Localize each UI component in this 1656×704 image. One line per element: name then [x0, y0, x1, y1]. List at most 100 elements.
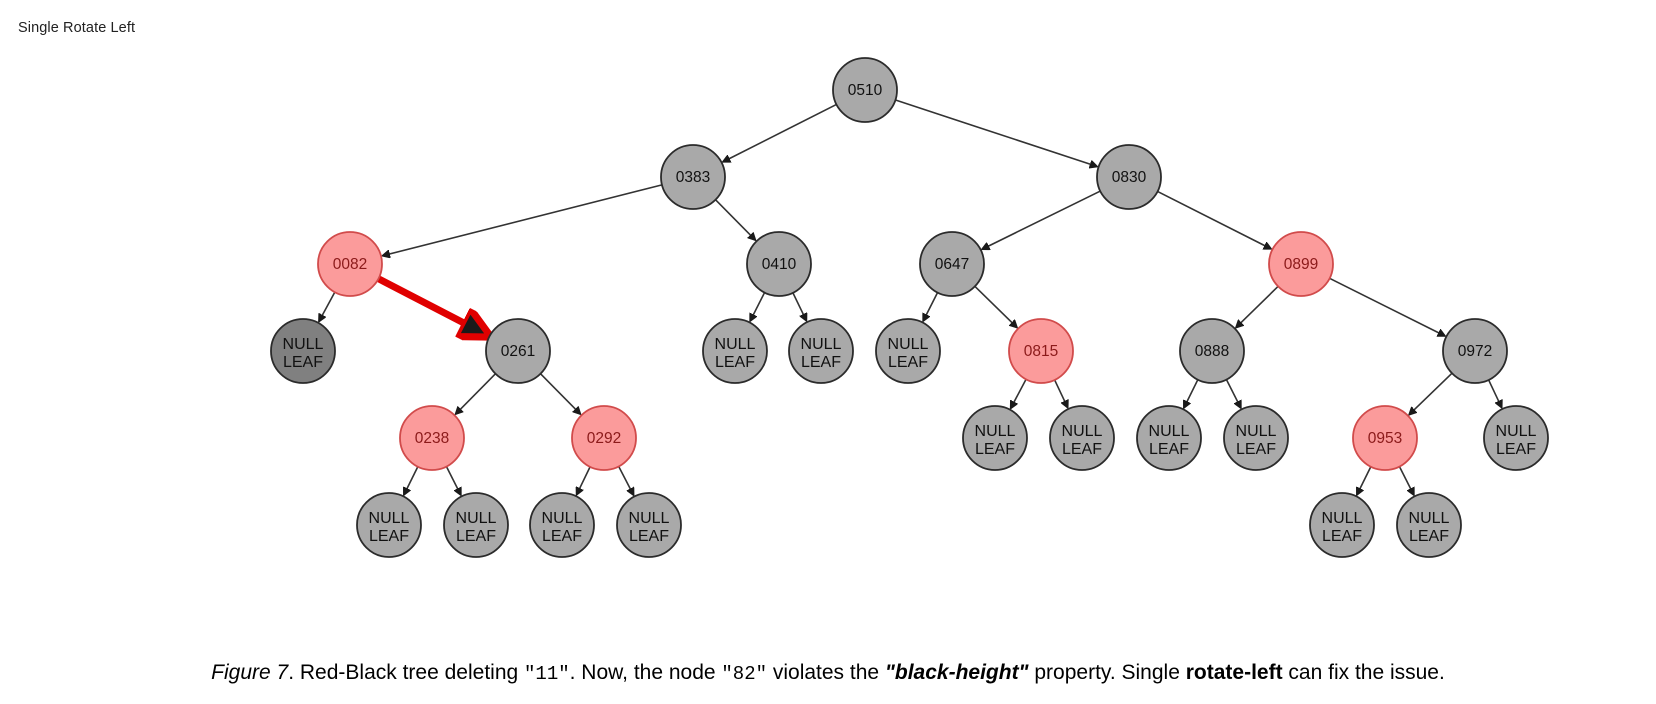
node-circle [616, 492, 682, 558]
node-circle [571, 405, 637, 471]
tree-edge-highlighted [375, 275, 488, 336]
node-circle [485, 318, 551, 384]
tree-node: 0972 [1442, 318, 1508, 384]
tree-edge [895, 99, 1097, 166]
tree-edge [1054, 380, 1068, 407]
tree-edge [319, 292, 336, 322]
node-circle [1483, 405, 1549, 471]
tree-edge [792, 292, 806, 321]
tree-node: 0238 [399, 405, 465, 471]
tree-edge [382, 184, 662, 256]
caption-figure-number: Figure 7 [211, 661, 289, 684]
tree-node: 0292 [571, 405, 637, 471]
tree-node: 0888 [1179, 318, 1245, 384]
node-circle [875, 318, 941, 384]
tree-edge [1409, 373, 1453, 415]
node-circle [832, 57, 898, 123]
tree-edge [1184, 379, 1199, 408]
caption-mono-82: "82" [721, 663, 768, 685]
tree-edge [974, 286, 1017, 328]
tree-node: 0830 [1096, 144, 1162, 210]
tree-edge [715, 199, 756, 240]
tree-edge [723, 103, 837, 162]
node-circle [317, 231, 383, 297]
tree-edge [923, 292, 939, 321]
node-circle [1396, 492, 1462, 558]
caption-rotate-left: rotate-left [1185, 661, 1283, 684]
tree-edge [1011, 379, 1027, 409]
caption-text-1: . Red-Black tree deleting [288, 661, 525, 684]
tree-edge [1357, 466, 1372, 495]
node-circle [1223, 405, 1289, 471]
figure-caption: Figure 7. Red-Black tree deleting "11". … [0, 660, 1656, 687]
tree-node: 0261 [485, 318, 551, 384]
tree-node: 0815 [1008, 318, 1074, 384]
node-circle [270, 318, 336, 384]
tree-edge [1488, 380, 1502, 407]
edge-layer [319, 99, 1502, 495]
tree-edge [750, 292, 766, 321]
node-circle [746, 231, 812, 297]
node-circle [1008, 318, 1074, 384]
tree-edge [1157, 190, 1271, 249]
step-label: Single Rotate Left [18, 20, 136, 36]
tree-edge [982, 190, 1101, 249]
tree-edge [445, 466, 461, 495]
tree-node: 0410 [746, 231, 812, 297]
tree-node: 0383 [660, 144, 726, 210]
tree-node: 0953 [1352, 405, 1418, 471]
node-circle [443, 492, 509, 558]
node-circle [1179, 318, 1245, 384]
node-circle [660, 144, 726, 210]
tree-edge [1398, 466, 1414, 495]
caption-mono-11: "11" [524, 663, 570, 685]
tree-edge [540, 373, 581, 414]
tree-edge [404, 466, 419, 495]
caption-black-height: "black-height" [884, 661, 1029, 684]
node-circle [1049, 405, 1115, 471]
tree-node: 0647 [919, 231, 985, 297]
tree-edge [577, 466, 591, 495]
tree-edge [456, 373, 496, 414]
tree-node: 0510 [832, 57, 898, 123]
node-circle [399, 405, 465, 471]
caption-text-2: . Now, the node [569, 661, 722, 684]
caption-text-5: can fix the issue. [1282, 661, 1445, 684]
node-circle [529, 492, 595, 558]
node-circle [1136, 405, 1202, 471]
tree-edge [618, 466, 634, 495]
node-circle [702, 318, 768, 384]
tree-node: 0082 [317, 231, 383, 297]
node-circle [1352, 405, 1418, 471]
tree-node: 0899 [1268, 231, 1334, 297]
node-circle [962, 405, 1028, 471]
tree-edge [1329, 277, 1445, 336]
node-circle [1309, 492, 1375, 558]
node-circle [1442, 318, 1508, 384]
node-circle [356, 492, 422, 558]
node-circle [1268, 231, 1334, 297]
node-circle [1096, 144, 1162, 210]
caption-text-4: property. Single [1028, 661, 1186, 684]
tree-edge [1236, 286, 1279, 328]
caption-text-3: violates the [767, 661, 885, 684]
node-circle [788, 318, 854, 384]
